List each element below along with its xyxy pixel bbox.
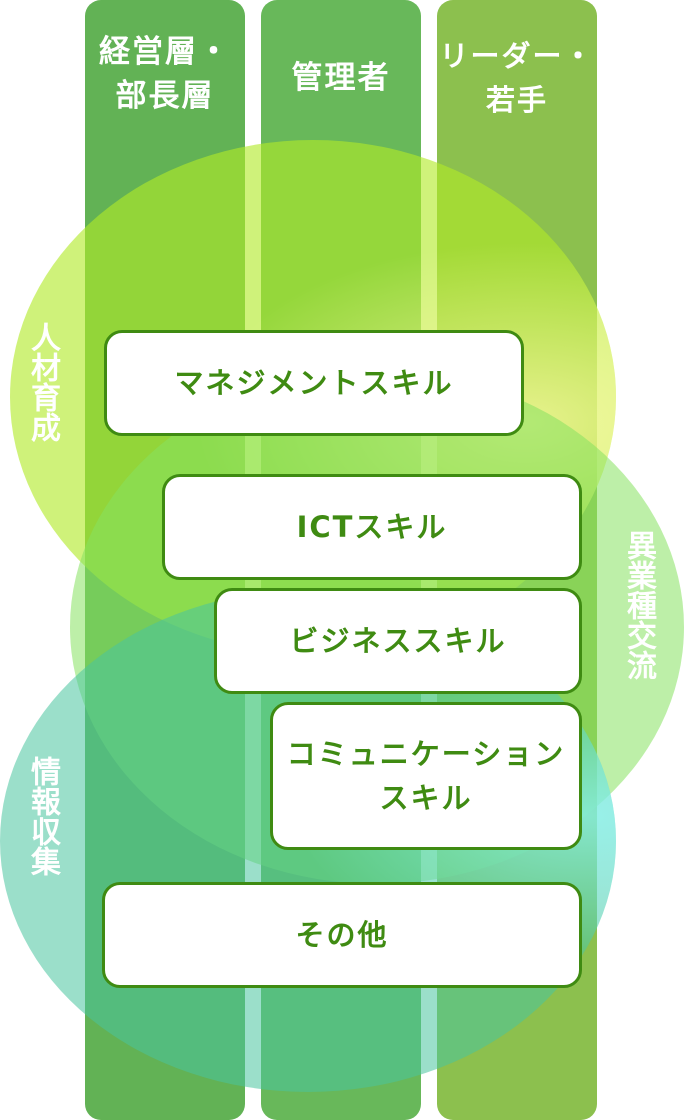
- skill-communication: コミュニケーション スキル: [270, 702, 582, 850]
- skill-management: マネジメントスキル: [104, 330, 524, 436]
- skill-other: その他: [102, 882, 582, 988]
- circle-label-cross-industry-exchange: 異業種交流: [621, 530, 656, 680]
- column-label-executives: 経営層・ 部長層: [99, 34, 231, 114]
- circle-label-talent-development: 人材育成: [25, 322, 60, 442]
- skill-business: ビジネススキル: [214, 588, 582, 694]
- column-label-managers: 管理者: [291, 60, 391, 96]
- skill-ict: ICTスキル: [162, 474, 582, 580]
- circle-label-information-gathering: 情報収集: [25, 756, 60, 876]
- column-label-leaders: リーダー・ 若手: [439, 39, 595, 117]
